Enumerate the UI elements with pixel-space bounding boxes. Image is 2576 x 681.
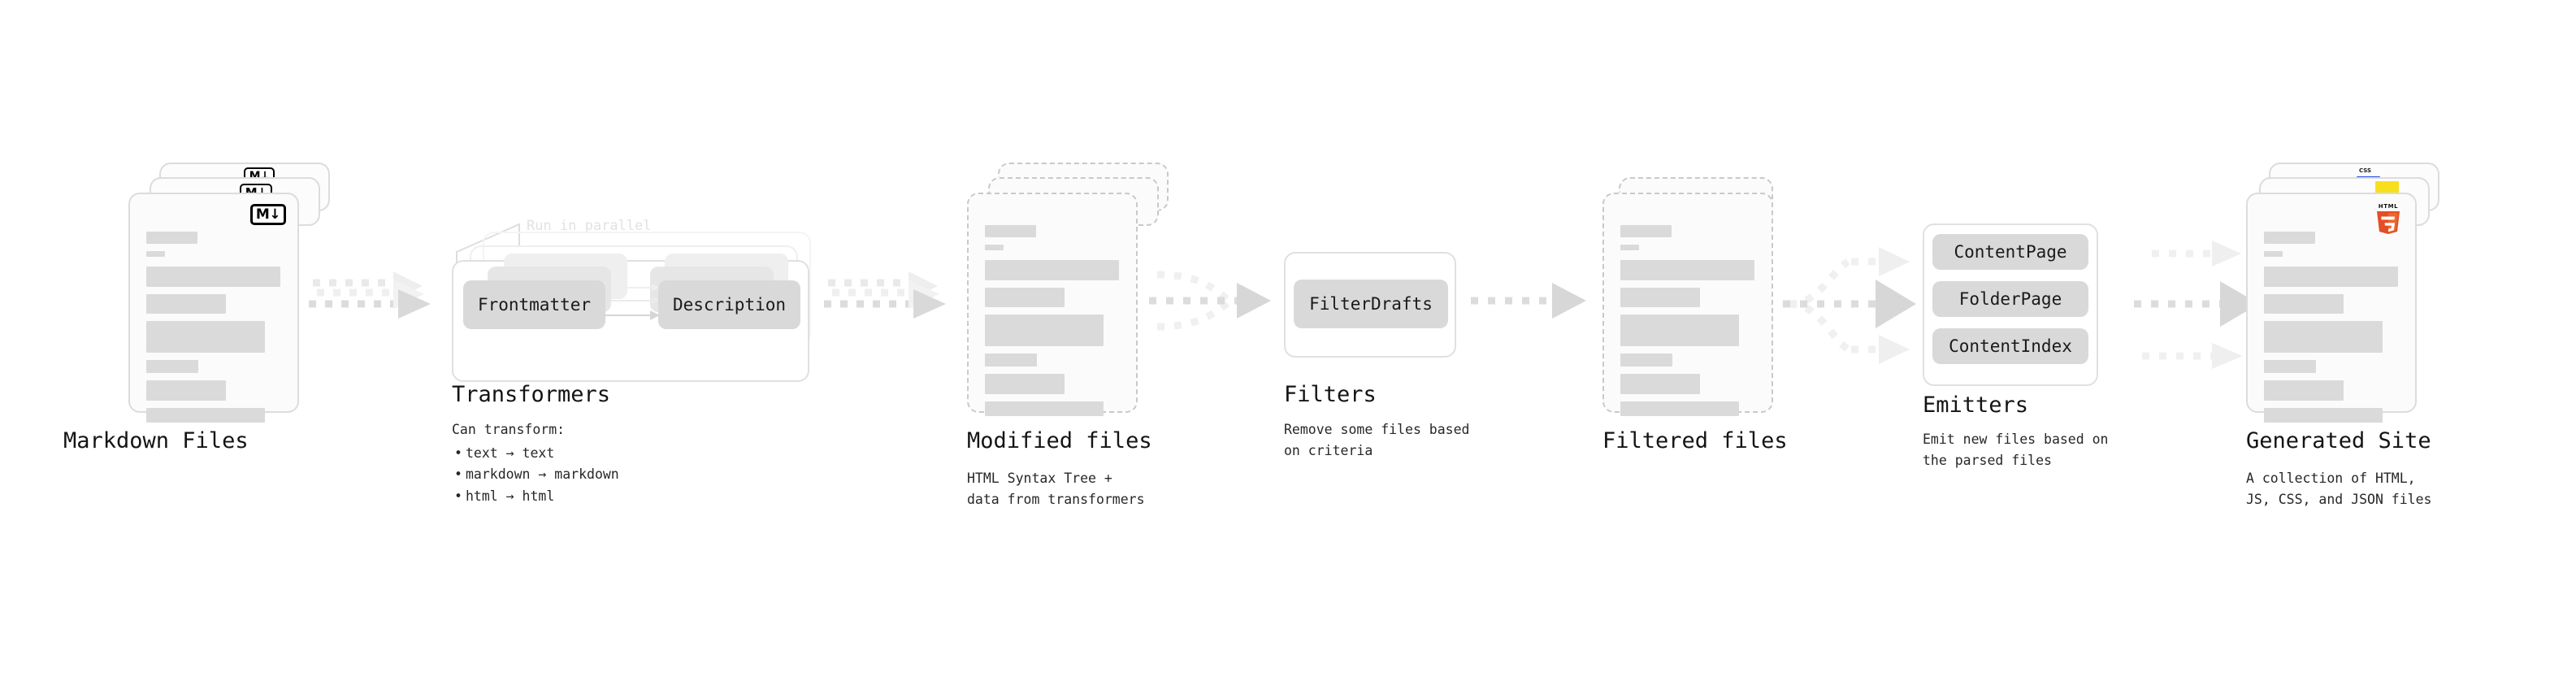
skeleton-bar bbox=[985, 354, 1037, 367]
skeleton-bar bbox=[985, 314, 1104, 346]
skeleton-bar bbox=[146, 294, 226, 314]
skeleton-bar bbox=[985, 374, 1065, 394]
css-icon-label: CSS bbox=[2359, 167, 2372, 174]
skeleton-bar bbox=[146, 408, 265, 423]
markdown-icon: M↓ bbox=[250, 204, 286, 225]
js-icon bbox=[2375, 181, 2399, 194]
emitter-chip-contentindex[interactable]: ContentIndex bbox=[1932, 328, 2088, 364]
skeleton-bar bbox=[2264, 232, 2315, 244]
stage-title-modified-files: Modified files bbox=[967, 428, 1152, 453]
skeleton-bar bbox=[1620, 314, 1739, 346]
stage-title-filters: Filters bbox=[1284, 382, 1377, 407]
skeleton-bar bbox=[985, 260, 1119, 280]
skeleton-bar bbox=[1620, 288, 1700, 307]
skeleton-bar bbox=[1620, 401, 1739, 416]
stage-title-emitters: Emitters bbox=[1923, 393, 2029, 418]
modified-file-card-front bbox=[967, 193, 1138, 416]
filter-chip-filterdrafts[interactable]: FilterDrafts bbox=[1294, 280, 1448, 328]
stage-title-filtered-files: Filtered files bbox=[1602, 428, 1788, 453]
connector-modified-to-filters bbox=[1149, 271, 1271, 331]
skeleton-bar bbox=[146, 251, 165, 257]
skeleton-bar bbox=[2264, 294, 2344, 314]
html5-icon: HTML bbox=[2377, 203, 2400, 234]
skeleton-bar bbox=[985, 401, 1104, 416]
transformer-inner-arrows bbox=[603, 284, 660, 320]
emitter-chip-folderpage[interactable]: FolderPage bbox=[1932, 281, 2088, 317]
stage-subtitle-generated-site: A collection of HTML, JS, CSS, and JSON … bbox=[2246, 471, 2432, 507]
skeleton-bar bbox=[1620, 260, 1754, 280]
connector-transformers-to-modified bbox=[824, 271, 946, 319]
skeleton-bar bbox=[146, 321, 265, 353]
skeleton-bar bbox=[1620, 245, 1639, 250]
skeleton-bar bbox=[985, 288, 1065, 307]
markdown-file-skeleton bbox=[146, 232, 283, 430]
skeleton-bar bbox=[146, 360, 198, 373]
transformers-bullet-item: text → text bbox=[454, 443, 619, 465]
skeleton-bar bbox=[1620, 354, 1672, 367]
skeleton-bar bbox=[146, 380, 226, 401]
skeleton-bar bbox=[1620, 225, 1672, 237]
transformers-bullet-item: markdown → markdown bbox=[454, 464, 619, 486]
skeleton-bar bbox=[1620, 374, 1700, 394]
stage-title-transformers: Transformers bbox=[452, 382, 611, 407]
connector-emitters-to-site bbox=[2134, 241, 2259, 369]
generated-site-card-front: HTML bbox=[2246, 193, 2417, 423]
stage-title-generated-site: Generated Site bbox=[2246, 428, 2431, 453]
stage-title-markdown-files: Markdown Files bbox=[63, 428, 249, 453]
transformers-bullets-lead: Can transform: bbox=[452, 422, 566, 437]
filtered-file-card-front bbox=[1602, 193, 1773, 416]
transformers-bullet-item: html → html bbox=[454, 486, 619, 508]
skeleton-bar bbox=[146, 232, 197, 244]
modified-file-skeleton bbox=[985, 225, 1121, 423]
skeleton-bar bbox=[2264, 251, 2283, 257]
skeleton-bar bbox=[2264, 267, 2398, 287]
skeleton-bar bbox=[985, 245, 1004, 250]
emitter-chip-contentpage[interactable]: ContentPage bbox=[1932, 234, 2088, 270]
skeleton-bar bbox=[985, 225, 1036, 237]
skeleton-bar bbox=[2264, 321, 2383, 353]
stage-subtitle-emitters: Emit new files based on the parsed files bbox=[1923, 432, 2109, 468]
connector-filtered-to-emitters bbox=[1783, 247, 1916, 364]
transformers-bullets: Can transform: text → text markdown → ma… bbox=[452, 419, 619, 508]
skeleton-bar bbox=[2264, 408, 2383, 423]
svg-text:HTML: HTML bbox=[2379, 203, 2398, 210]
filtered-file-skeleton bbox=[1620, 225, 1757, 423]
skeleton-bar bbox=[146, 267, 280, 287]
skeleton-bar bbox=[2264, 380, 2344, 401]
markdown-file-card-front: M↓ bbox=[128, 193, 299, 423]
stage-subtitle-modified-files: HTML Syntax Tree + data from transformer… bbox=[967, 471, 1145, 507]
connector-filters-to-filtered bbox=[1471, 283, 1586, 319]
connector-md-to-transformers bbox=[309, 271, 431, 319]
run-in-parallel-label: Run in parallel bbox=[527, 218, 652, 234]
transformer-chip-frontmatter[interactable]: Frontmatter bbox=[463, 280, 605, 329]
stage-subtitle-filters: Remove some files based on criteria bbox=[1284, 422, 1470, 458]
skeleton-bar bbox=[2264, 360, 2316, 373]
generated-site-skeleton bbox=[2264, 232, 2400, 430]
transformer-chip-description[interactable]: Description bbox=[658, 280, 800, 329]
